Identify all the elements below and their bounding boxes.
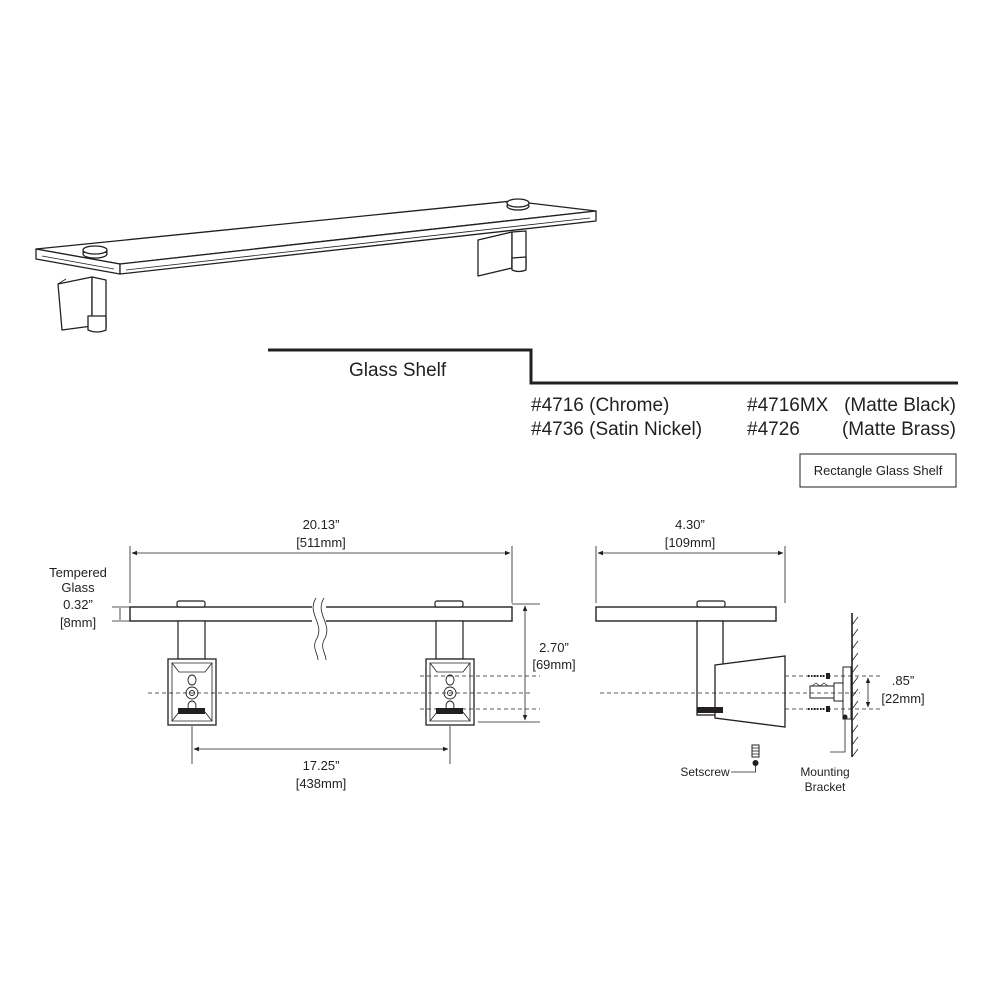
shelf-isometric-illustration [35, 198, 597, 333]
glass-label-glass: Glass [61, 580, 95, 595]
setscrew-part [731, 744, 760, 773]
overall-length-inches: 20.13” [303, 517, 340, 532]
model-finish-matte-black: (Matte Black) [844, 395, 956, 416]
model-chrome: #4716 (Chrome) [531, 395, 669, 416]
wall-screw-lower [808, 706, 830, 712]
glass-label-tempered: Tempered [49, 565, 107, 580]
title-band: Glass Shelf [268, 348, 958, 385]
model-finish-matte-brass: (Matte Brass) [842, 419, 956, 440]
side-elevation-drawing: 4.30” [109mm] [595, 517, 925, 794]
cap-left-iso [82, 245, 108, 259]
left-support-front [167, 620, 217, 726]
model-number-matte-brass: #4726 [747, 419, 800, 440]
projection-inches: 4.30” [675, 517, 705, 532]
model-numbers: #4716 (Chrome) #4736 (Satin Nickel) #471… [531, 395, 956, 440]
height-mm: [69mm] [532, 657, 575, 672]
wall-screw-upper [808, 673, 830, 679]
right-bracket-iso [477, 230, 527, 277]
glass-thickness-mm: [8mm] [60, 615, 96, 630]
mount-spacing-inches: 17.25” [303, 758, 340, 773]
overall-length-mm: [511mm] [296, 535, 346, 550]
product-type-label: Rectangle Glass Shelf [814, 463, 943, 478]
height-inches: 2.70” [539, 640, 569, 655]
projection-mm: [109mm] [665, 535, 716, 550]
wall-section [851, 613, 859, 758]
mounting-bracket-label-line2: Bracket [805, 780, 846, 794]
right-support-front [425, 620, 475, 726]
side-bracket-arm [696, 620, 786, 728]
left-bracket-iso [57, 276, 107, 333]
mounting-hardware [808, 666, 852, 720]
setscrew-label: Setscrew [680, 765, 730, 779]
model-satin-nickel: #4736 (Satin Nickel) [531, 419, 702, 440]
cap-right-iso [506, 198, 530, 211]
glass-plate-iso [35, 200, 597, 275]
glass-thickness-inches: 0.32” [63, 597, 93, 612]
front-elevation-drawing: 20.13” [511mm] [49, 517, 582, 791]
bracket-height-inches: .85” [892, 673, 914, 688]
mounting-bracket-label-line1: Mounting [800, 765, 849, 779]
product-title: Glass Shelf [349, 360, 447, 381]
mount-spacing-mm: [438mm] [296, 776, 347, 791]
bracket-height-mm: [22mm] [881, 691, 924, 706]
product-type-badge: Rectangle Glass Shelf [799, 453, 957, 488]
model-number-matte-black: #4716MX [747, 395, 829, 416]
